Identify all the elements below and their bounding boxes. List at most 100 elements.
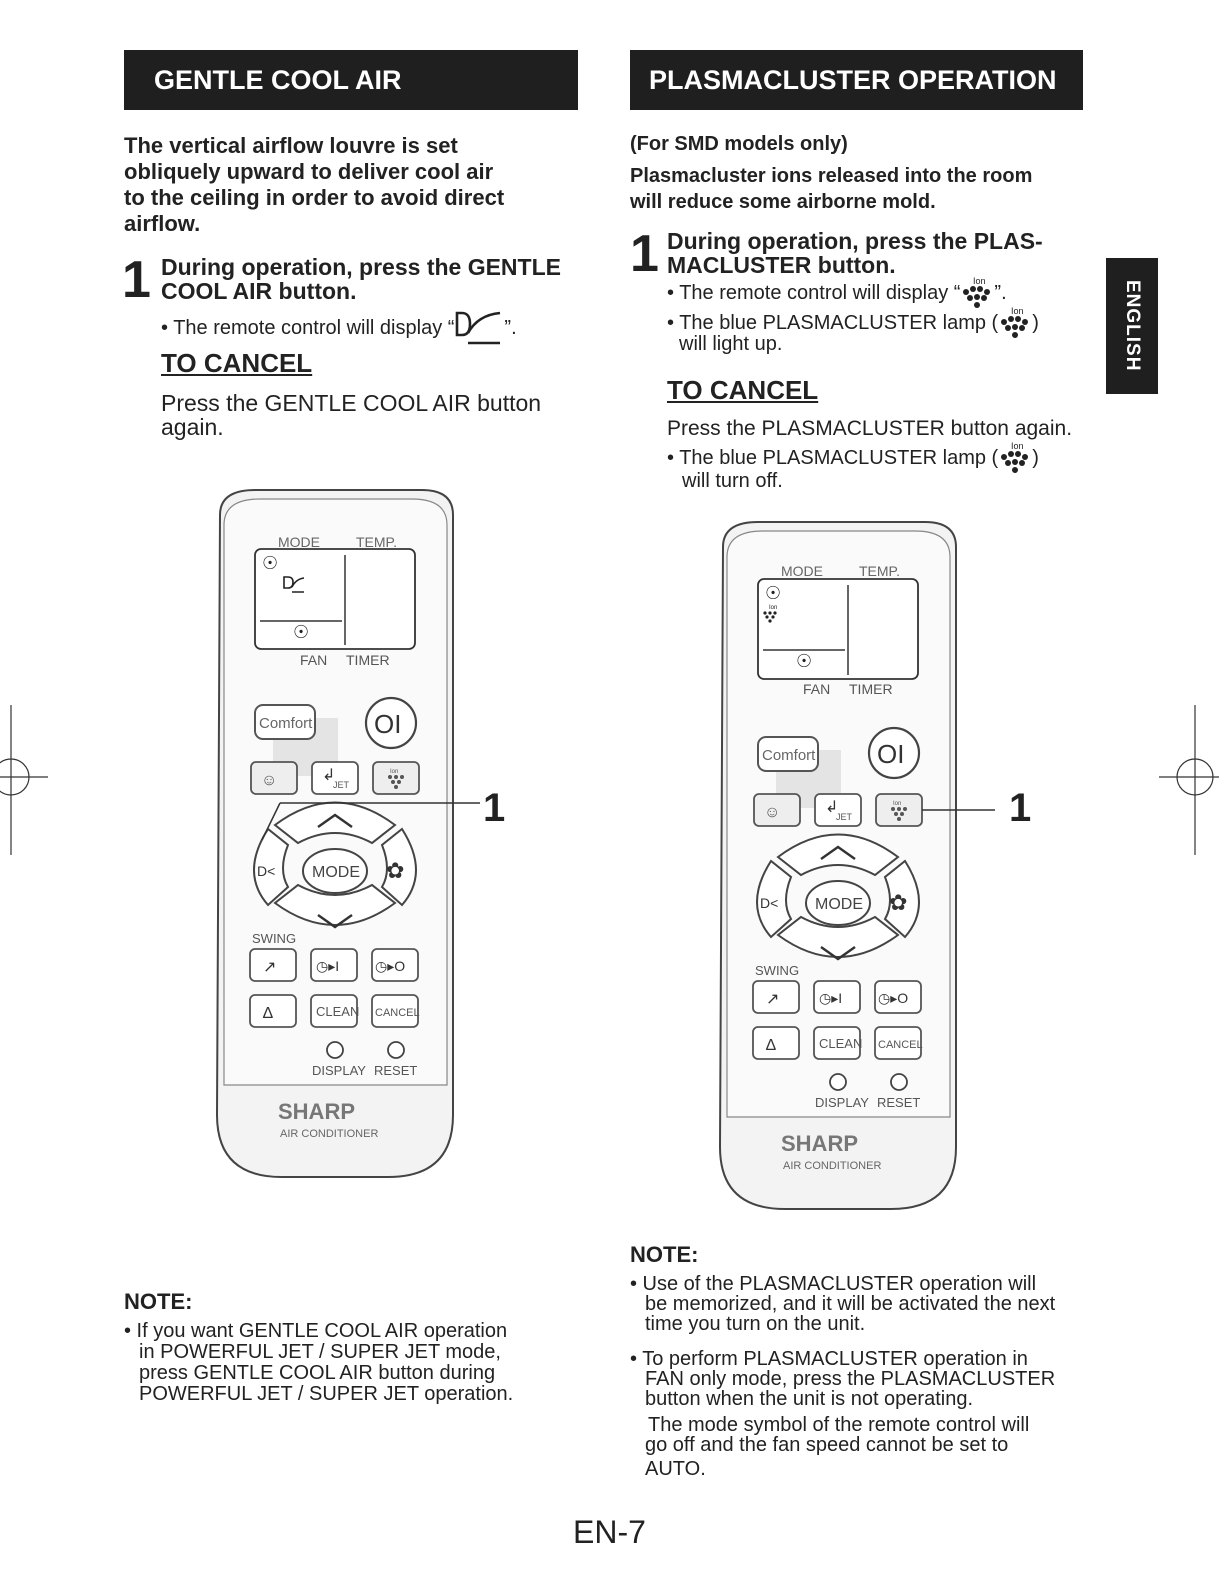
section-title: PLASMACLUSTER OPERATION <box>649 64 1057 95</box>
mode-button-label: MODE <box>815 896 863 913</box>
bullet-text: • The remote control will display “ <box>667 282 961 304</box>
reset-label: RESET <box>877 1095 920 1110</box>
sharp-logo: SHARP <box>278 1099 355 1124</box>
comfort-sleep-button[interactable] <box>753 793 801 827</box>
language-tab-label: ENGLISH <box>1122 280 1143 372</box>
note-line: The mode symbol of the remote control wi… <box>648 1414 1030 1436</box>
comfort-label: Comfort <box>259 715 313 732</box>
person-icon: ∆ <box>766 1037 776 1054</box>
intro-line: will reduce some airborne mold. <box>630 191 936 213</box>
cancel-button[interactable] <box>371 994 419 1028</box>
gentle-cool-air-button[interactable] <box>253 827 290 907</box>
face-icon: ☺ <box>261 772 277 789</box>
comfort-button[interactable] <box>254 704 316 740</box>
display-button[interactable] <box>326 1041 344 1059</box>
intro-line: Plasmacluster ions released into the roo… <box>630 165 1033 187</box>
power-button[interactable] <box>867 726 921 780</box>
power-icon: OI <box>877 739 904 769</box>
mode-label: MODE <box>781 563 823 579</box>
off-timer-button[interactable] <box>371 948 419 982</box>
cancel-button[interactable] <box>874 1026 922 1060</box>
display-button[interactable] <box>829 1073 847 1091</box>
off-timer-button[interactable] <box>874 980 922 1014</box>
cancel-text: Press the GENTLE COOL AIR button again. <box>161 391 541 439</box>
note-line: • Use of the PLASMACLUSTER operation wil… <box>630 1273 1037 1295</box>
cancel-text: Press the PLASMACLUSTER button again. <box>667 417 1073 440</box>
note-body: • Use of the PLASMACLUSTER operation wil… <box>630 1274 1100 1479</box>
callout-number: 1 <box>483 786 506 830</box>
note-line: AUTO. <box>645 1458 706 1480</box>
reset-button[interactable] <box>890 1073 908 1091</box>
mode-button[interactable] <box>302 848 368 894</box>
step-number: 1 <box>122 251 151 309</box>
mode-label: MODE <box>278 534 320 550</box>
fan-label: FAN <box>803 681 830 697</box>
fan-button[interactable] <box>883 859 920 939</box>
bullet-text: • The blue PLASMACLUSTER lamp ( <box>667 447 999 469</box>
callout-line <box>261 802 281 841</box>
temp-down-button[interactable] <box>273 883 397 926</box>
on-timer-button[interactable] <box>813 980 861 1014</box>
auto-mode-symbol: ☉ <box>765 583 781 603</box>
note-heading: NOTE: <box>124 1289 193 1314</box>
jet-button[interactable] <box>814 793 862 827</box>
note-line: press GENTLE COOL AIR button during <box>139 1362 496 1384</box>
page-number: EN-7 <box>573 1514 646 1550</box>
note-line: time you turn on the unit. <box>645 1313 866 1335</box>
note-body: • If you want GENTLE COOL AIR operation … <box>124 1321 564 1405</box>
clean-button[interactable] <box>310 994 358 1028</box>
note-line: • If you want GENTLE COOL AIR operation <box>124 1320 508 1342</box>
comfort-sleep-button[interactable] <box>250 761 298 795</box>
mode-button-label: MODE <box>312 864 360 881</box>
lcd-ion-label: Ion <box>769 605 777 611</box>
svg-text:Ion: Ion <box>1011 306 1024 316</box>
ion-icon <box>891 807 907 821</box>
registration-mark-left <box>0 705 48 855</box>
face-icon: ☺ <box>764 804 780 821</box>
clean-button[interactable] <box>813 1026 861 1060</box>
power-button[interactable] <box>364 696 418 750</box>
temp-down-button[interactable] <box>776 915 900 958</box>
jet-label: JET <box>333 780 350 790</box>
power-icon: OI <box>374 709 401 739</box>
swing-button[interactable] <box>752 980 800 1014</box>
ion-icon: Ion <box>1001 306 1029 338</box>
cancel-bullet: • The blue PLASMACLUSTER lamp ( Ion ) wi… <box>667 440 1087 492</box>
bullet-text: ”. <box>994 282 1007 304</box>
gentle-cool-icon <box>456 311 501 345</box>
on-timer-button[interactable] <box>310 948 358 982</box>
note-line: POWERFUL JET / SUPER JET operation. <box>139 1383 514 1405</box>
jet-arrow-icon: ↲ <box>322 767 335 784</box>
reset-button[interactable] <box>387 1041 405 1059</box>
display-label: DISPLAY <box>312 1063 366 1078</box>
intro-line: airflow. <box>124 211 201 236</box>
comfort-button[interactable] <box>757 736 819 772</box>
mode-button[interactable] <box>805 880 871 926</box>
swing-icon: ↗ <box>263 959 276 976</box>
note-line: go off and the fan speed cannot be set t… <box>645 1434 1009 1456</box>
timer-label: TIMER <box>849 681 893 697</box>
temp-up-button[interactable] <box>273 801 397 845</box>
gentle-cool-air-button[interactable] <box>756 859 793 939</box>
intro-line: obliquely upward to deliver cool air <box>124 159 494 184</box>
callout-number: 1 <box>1009 786 1032 830</box>
jet-label: JET <box>836 812 853 822</box>
temp-label: TEMP. <box>859 563 900 579</box>
on-timer-icon: ◷▸I <box>316 958 339 974</box>
step-line: MACLUSTER button. <box>667 252 896 278</box>
gentle-intro: The vertical airflow louvre is set obliq… <box>124 133 584 237</box>
step-text: During operation, press the PLAS- MACLUS… <box>667 229 1097 277</box>
fan-button[interactable] <box>380 827 417 907</box>
timer-label: TIMER <box>346 652 390 668</box>
ion-icon: Ion <box>963 276 991 308</box>
gentle-cool-icon: D< <box>257 863 275 879</box>
air-conditioner-label: AIR CONDITIONER <box>783 1160 881 1172</box>
remote-control-right: MODE TEMP. ☉ Ion ☉ FAN TIMER Comfort OI … <box>718 521 995 1210</box>
swing-label: SWING <box>755 963 799 978</box>
self-clean-button[interactable] <box>752 1026 800 1060</box>
jet-button[interactable] <box>311 761 359 795</box>
bullet-text: • The blue PLASMACLUSTER lamp ( <box>667 312 999 334</box>
temp-up-button[interactable] <box>776 833 900 877</box>
self-clean-button[interactable] <box>249 994 297 1028</box>
swing-button[interactable] <box>249 948 297 982</box>
